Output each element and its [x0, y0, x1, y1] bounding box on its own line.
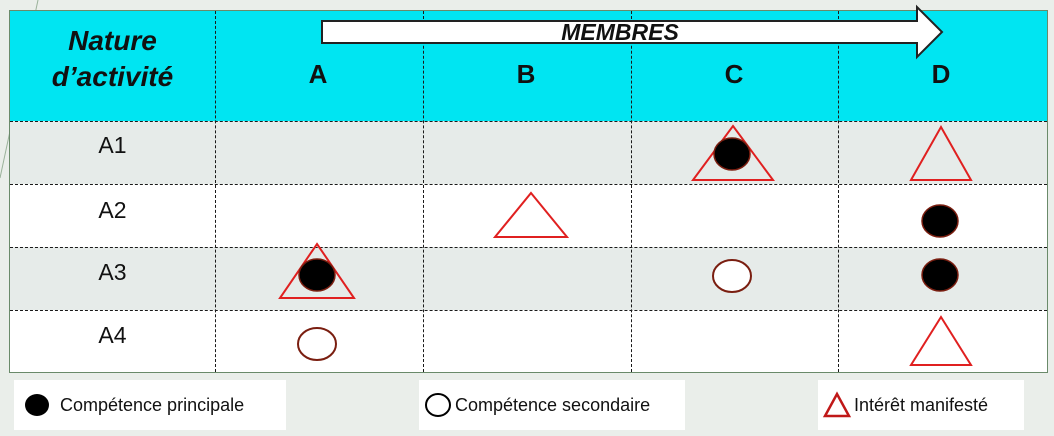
- filled-circle-icon: [713, 137, 751, 171]
- nature-line-1: Nature: [68, 25, 157, 56]
- open-circle-icon: [297, 327, 337, 361]
- member-header-d: D: [931, 59, 951, 89]
- row-a1-bg: [10, 121, 1047, 184]
- competence-matrix: Nature d’activité MEMBRES A B C D A1 A2 …: [9, 4, 1048, 373]
- row-divider: [10, 184, 1047, 185]
- filled-circle-icon: [298, 258, 336, 292]
- activity-label-a3: A3: [98, 259, 127, 285]
- membres-label: MEMBRES: [561, 19, 679, 45]
- filled-circle-icon: [25, 394, 49, 416]
- legend-interet-manifeste: Intérêt manifesté: [818, 380, 1024, 430]
- triangle-icon: [691, 124, 775, 181]
- triangle-icon: [909, 315, 973, 366]
- triangle-icon: [278, 242, 356, 299]
- row-divider: [10, 121, 1047, 122]
- activity-label-a1: A1: [98, 132, 127, 158]
- filled-circle-icon: [921, 204, 959, 238]
- activity-label-a4: A4: [98, 322, 127, 348]
- legend-competence-secondaire: Compétence secondaire: [419, 380, 685, 430]
- member-header-b: B: [516, 59, 536, 89]
- row-divider: [10, 247, 1047, 248]
- nature-activite-header: Nature d’activité: [10, 23, 215, 95]
- open-circle-icon: [425, 393, 451, 417]
- member-header-a: A: [308, 59, 328, 89]
- filled-circle-icon: [921, 258, 959, 292]
- column-divider: [631, 11, 632, 372]
- column-divider: [838, 11, 839, 372]
- nature-line-2: d’activité: [51, 61, 174, 92]
- triangle-icon: [492, 191, 570, 238]
- row-a3-bg: [10, 247, 1047, 310]
- column-divider: [423, 11, 424, 372]
- triangle-icon: [909, 124, 973, 181]
- membres-arrow-icon: [321, 4, 944, 60]
- legend-label: Compétence principale: [60, 394, 245, 415]
- row-divider: [10, 310, 1047, 311]
- activity-label-a2: A2: [98, 197, 127, 223]
- triangle-icon: [822, 391, 852, 418]
- legend-label: Compétence secondaire: [455, 394, 651, 415]
- legend-competence-principale: Compétence principale: [14, 380, 286, 430]
- member-header-c: C: [724, 59, 744, 89]
- column-divider: [215, 11, 216, 372]
- legend-label: Intérêt manifesté: [854, 394, 989, 415]
- open-circle-icon: [712, 259, 752, 293]
